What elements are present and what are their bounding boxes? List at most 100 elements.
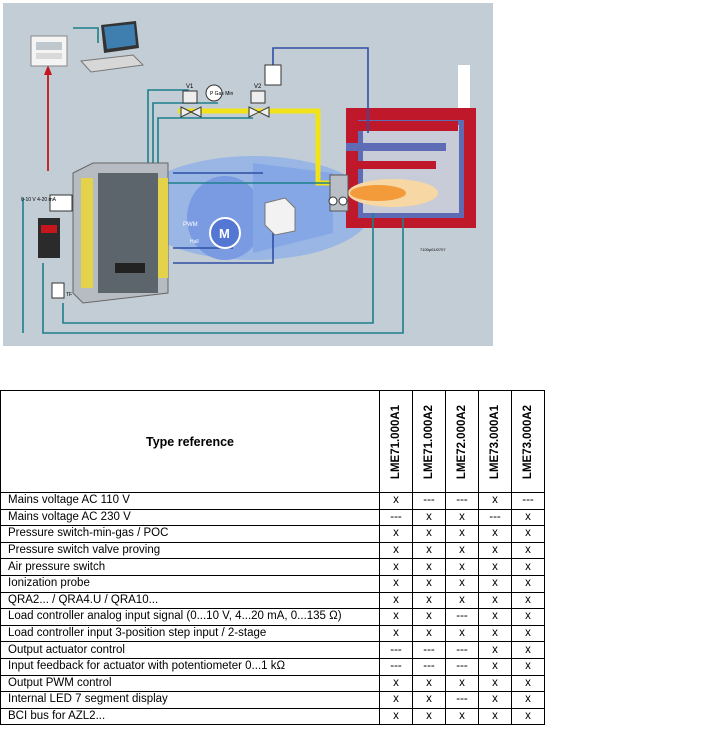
feature-cell: Mains voltage AC 230 V bbox=[0, 508, 380, 527]
motor-label: M bbox=[219, 226, 230, 241]
table-header-row: Type reference LME71.000A1 LME71.000A2 L… bbox=[0, 390, 545, 493]
furnace bbox=[346, 65, 476, 228]
value-cell: --- bbox=[412, 492, 446, 510]
feature-cell: Pressure switch-min-gas / POC bbox=[0, 525, 380, 543]
value-cell: x bbox=[412, 508, 446, 527]
value-cell: x bbox=[379, 624, 413, 643]
analog-input-symbol bbox=[49, 194, 73, 212]
hall-label: Hall bbox=[190, 239, 199, 245]
air-pressure-switch bbox=[264, 64, 282, 86]
feature-cell: Ionization probe bbox=[0, 574, 380, 593]
value-cell: x bbox=[511, 541, 545, 560]
value-cell: --- bbox=[445, 492, 479, 510]
value-cell: x bbox=[412, 525, 446, 543]
value-cell: --- bbox=[445, 657, 479, 676]
burner-controller bbox=[72, 162, 169, 304]
value-cell: x bbox=[379, 574, 413, 593]
value-cell: x bbox=[511, 525, 545, 543]
load-controller bbox=[38, 218, 60, 258]
value-cell: x bbox=[379, 608, 413, 626]
value-cell: x bbox=[511, 657, 545, 676]
feature-cell: Input feedback for actuator with potenti… bbox=[0, 657, 380, 676]
value-cell: x bbox=[379, 707, 413, 726]
column-header: LME71.000A2 bbox=[412, 390, 446, 493]
value-cell: x bbox=[412, 691, 446, 709]
value-cell: --- bbox=[379, 641, 413, 659]
type-reference-header: Type reference bbox=[0, 390, 380, 493]
value-cell: x bbox=[511, 508, 545, 527]
value-cell: x bbox=[478, 674, 512, 693]
feature-cell: Internal LED 7 segment display bbox=[0, 691, 380, 709]
value-cell: --- bbox=[478, 508, 512, 527]
value-cell: --- bbox=[379, 657, 413, 676]
value-cell: x bbox=[412, 558, 446, 576]
valve-v1 bbox=[180, 90, 202, 118]
laptop bbox=[79, 21, 145, 73]
value-cell: x bbox=[478, 657, 512, 676]
valve-v1-label: V1 bbox=[186, 84, 194, 90]
column-header: LME73.000A2 bbox=[511, 390, 545, 493]
value-cell: x bbox=[478, 707, 512, 726]
burner-head bbox=[328, 174, 349, 212]
value-cell: x bbox=[379, 674, 413, 693]
value-cell: x bbox=[445, 541, 479, 560]
value-cell: x bbox=[511, 674, 545, 693]
value-cell: x bbox=[379, 541, 413, 560]
value-cell: x bbox=[412, 674, 446, 693]
feature-cell: Output actuator control bbox=[0, 641, 380, 659]
burner-system-diagram: V1 P Gas Min V2 M PWM Hall 0-10 V 4-20 m… bbox=[3, 3, 493, 346]
column-header: LME72.000A2 bbox=[445, 390, 479, 493]
value-cell: x bbox=[511, 641, 545, 659]
value-cell: x bbox=[511, 574, 545, 593]
value-cell: x bbox=[412, 624, 446, 643]
gas-pressure-switch bbox=[205, 84, 223, 102]
gas-pressure-switch-label: P Gas Min bbox=[210, 91, 233, 97]
value-cell: x bbox=[478, 541, 512, 560]
value-cell: x bbox=[478, 492, 512, 510]
feature-cell: Load controller analog input signal (0..… bbox=[0, 608, 380, 626]
feature-cell: Output PWM control bbox=[0, 674, 380, 693]
value-cell: x bbox=[478, 691, 512, 709]
value-cell: x bbox=[445, 574, 479, 593]
feature-cell: Load controller input 3-position step in… bbox=[0, 624, 380, 643]
value-cell: x bbox=[478, 608, 512, 626]
value-cell: x bbox=[511, 691, 545, 709]
table-row: Load controller analog input signal (0..… bbox=[0, 608, 545, 626]
table-row: Load controller input 3-position step in… bbox=[0, 624, 545, 643]
pwm-label: PWM bbox=[183, 222, 198, 228]
value-cell: --- bbox=[445, 608, 479, 626]
value-cell: x bbox=[511, 558, 545, 576]
value-cell: x bbox=[478, 624, 512, 643]
feature-cell: Pressure switch valve proving bbox=[0, 541, 380, 560]
valve-v2-label: V2 bbox=[254, 84, 262, 90]
value-cell: x bbox=[511, 624, 545, 643]
value-cell: x bbox=[412, 541, 446, 560]
feature-cell: Air pressure switch bbox=[0, 558, 380, 576]
value-cell: x bbox=[478, 641, 512, 659]
value-cell: --- bbox=[412, 641, 446, 659]
value-cell: x bbox=[511, 707, 545, 726]
column-header: LME71.000A1 bbox=[379, 390, 413, 493]
value-cell: x bbox=[511, 591, 545, 610]
value-cell: x bbox=[445, 525, 479, 543]
table-row: Input feedback for actuator with potenti… bbox=[0, 657, 545, 676]
value-cell: x bbox=[478, 558, 512, 576]
value-cell: x bbox=[412, 608, 446, 626]
value-cell: --- bbox=[379, 508, 413, 527]
value-cell: x bbox=[511, 608, 545, 626]
fan-motor bbox=[209, 217, 241, 249]
control-lines-blue bbox=[173, 47, 369, 264]
drawing-reference: 7100p01/0707 bbox=[420, 247, 446, 252]
value-cell: x bbox=[478, 574, 512, 593]
value-cell: x bbox=[379, 591, 413, 610]
value-cell: --- bbox=[445, 691, 479, 709]
